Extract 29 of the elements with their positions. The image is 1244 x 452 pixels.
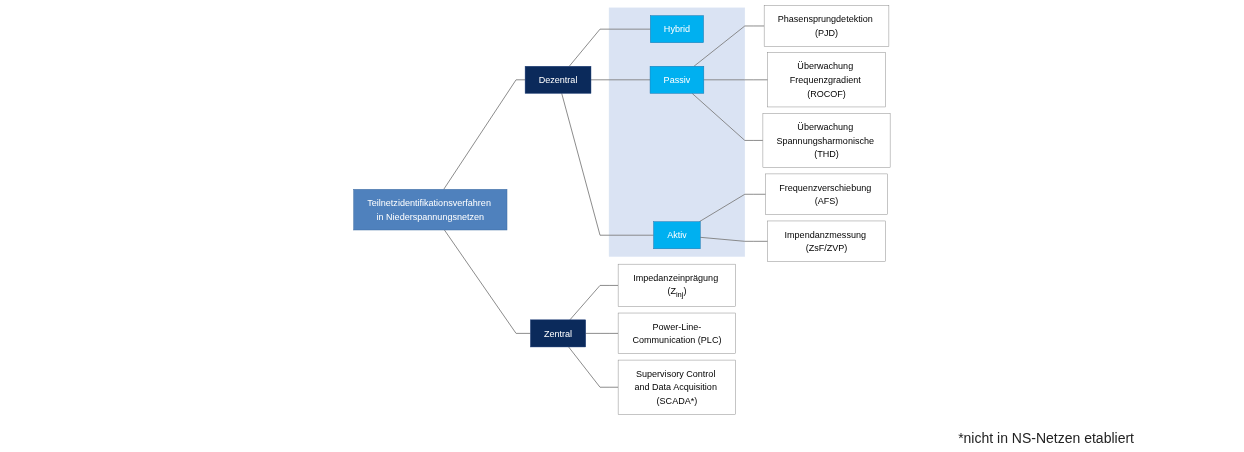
node-box: Hybrid xyxy=(650,15,704,43)
footnote: *nicht in NS-Netzen etabliert xyxy=(958,430,1134,446)
connector xyxy=(699,236,769,242)
node-box: Supervisory Control and Data Acquisition (SCADA*) xyxy=(618,359,737,415)
node-box: Überwachung Frequenzgradient (ROCOF) xyxy=(767,52,886,108)
connector xyxy=(693,25,765,67)
connector xyxy=(691,92,764,141)
node-box: Aktiv xyxy=(653,221,701,249)
connector xyxy=(443,79,526,190)
node-box: Passiv xyxy=(649,66,705,94)
connector xyxy=(568,28,651,67)
connector xyxy=(703,79,769,81)
node-box: Impendanzmessung (ZsF/ZVP) xyxy=(767,220,886,262)
node-box: Überwachung Spannungsharmonische (THD) xyxy=(762,113,891,168)
node-box: Phasensprungdetektion (PJD) xyxy=(764,5,890,47)
node-box: Impedanzeinprägung (Z$_{inj}$) xyxy=(618,263,737,307)
node-box: Teilnetzidentifikationsverfahren in Niederspannungsnetzen xyxy=(353,189,508,231)
connector xyxy=(569,285,619,321)
connector xyxy=(585,332,619,334)
connector xyxy=(590,79,651,81)
node-box: Dezentral xyxy=(525,66,592,94)
node-box: Frequenzverschiebung (AFS) xyxy=(765,173,888,215)
connector xyxy=(699,193,767,223)
node-box: Power-Line-Communication (PLC) xyxy=(618,312,737,354)
cluster xyxy=(608,7,746,257)
connector xyxy=(561,92,655,236)
connector xyxy=(444,229,531,334)
node-box: Zentral xyxy=(530,319,587,348)
connector xyxy=(568,346,619,388)
